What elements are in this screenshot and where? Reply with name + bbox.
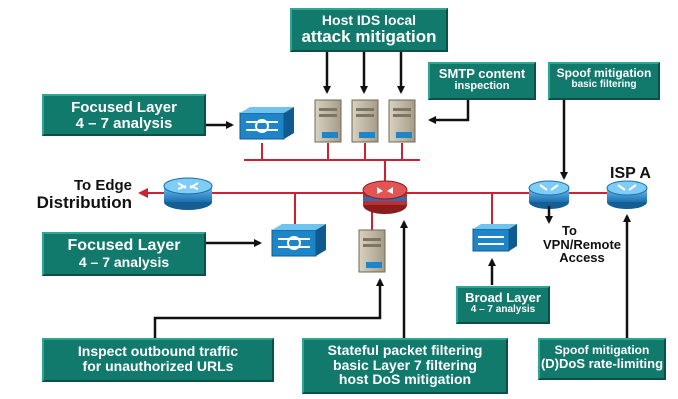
vpn-line3: Access bbox=[559, 250, 605, 266]
label-host-ids-line1: Host IDS local bbox=[321, 12, 417, 28]
edge-line2: Distribution bbox=[36, 192, 132, 212]
router-edge bbox=[163, 177, 213, 210]
label-smtp-line2: inspection bbox=[454, 79, 510, 92]
label-stateful: Stateful packet filtering basic Layer 7 … bbox=[302, 338, 508, 394]
vpn-line2: VPN/Remote bbox=[542, 236, 622, 252]
server-icon-1 bbox=[314, 99, 342, 143]
label-spoof-bottom: Spoof mitigation (D)DoS rate-limiting bbox=[538, 338, 666, 380]
inspect-urls-arrow bbox=[153, 278, 384, 343]
label-spoof-top: Spoof mitigation basic filtering bbox=[548, 62, 660, 100]
isp-label: ISP A bbox=[610, 165, 651, 182]
label-focused-top-line1: Focused Layer bbox=[71, 99, 177, 116]
label-stateful-line2: basic Layer 7 filtering bbox=[333, 356, 477, 373]
label-focused-bottom: Focused Layer 4 – 7 analysis bbox=[42, 232, 206, 276]
label-spoof-top-line2: basic filtering bbox=[571, 78, 637, 90]
edge-line1: To Edge bbox=[73, 177, 132, 194]
ids-sensor-broad bbox=[472, 224, 517, 252]
server-icon-3 bbox=[388, 99, 416, 143]
label-stateful-line3: host DoS mitigation bbox=[338, 371, 472, 388]
server-icon-2 bbox=[351, 99, 379, 143]
edge-distribution-text: To Edge Distribution bbox=[12, 178, 132, 212]
firewall-icon bbox=[362, 180, 408, 214]
vpn-text: To VPN/Remote Access bbox=[532, 224, 632, 265]
label-stateful-line1: Stateful packet filtering bbox=[327, 342, 483, 358]
label-broad-line2: 4 – 7 analysis bbox=[470, 303, 536, 315]
label-smtp-line1: SMTP content bbox=[438, 66, 526, 81]
ids-sensor-bottom bbox=[271, 224, 326, 257]
label-smtp: SMTP content inspection bbox=[428, 62, 536, 100]
label-inspect-urls-line1: Inspect outbound traffic bbox=[77, 343, 239, 359]
label-spoof-top-line1: Spoof mitigation bbox=[556, 66, 652, 80]
ids-sensor-top bbox=[239, 107, 294, 140]
label-focused-bottom-line2: 4 – 7 analysis bbox=[78, 253, 170, 270]
label-focused-bottom-line1: Focused Layer bbox=[67, 237, 181, 254]
label-focused-top: Focused Layer 4 – 7 analysis bbox=[42, 94, 206, 136]
router-vpn bbox=[528, 180, 570, 209]
smtp-arrow bbox=[428, 100, 470, 124]
label-focused-top-line2: 4 – 7 analysis bbox=[75, 114, 173, 132]
annotation-arrows bbox=[153, 52, 631, 343]
label-spoof-bottom-line1: Spoof mitigation bbox=[554, 343, 650, 357]
label-host-ids: Host IDS local attack mitigation bbox=[290, 8, 448, 52]
label-inspect-urls: Inspect outbound traffic for unauthorize… bbox=[42, 338, 274, 382]
label-broad: Broad Layer 4 – 7 analysis bbox=[456, 286, 550, 324]
label-inspect-urls-line2: for unauthorized URLs bbox=[82, 357, 234, 374]
router-isp bbox=[606, 180, 648, 209]
label-host-ids-line2: attack mitigation bbox=[301, 26, 437, 46]
label-spoof-bottom-line2: (D)DoS rate-limiting bbox=[540, 355, 664, 371]
server-icon-proxy bbox=[358, 229, 386, 273]
label-broad-line1: Broad Layer bbox=[465, 290, 541, 305]
vpn-line1: To bbox=[562, 223, 577, 238]
